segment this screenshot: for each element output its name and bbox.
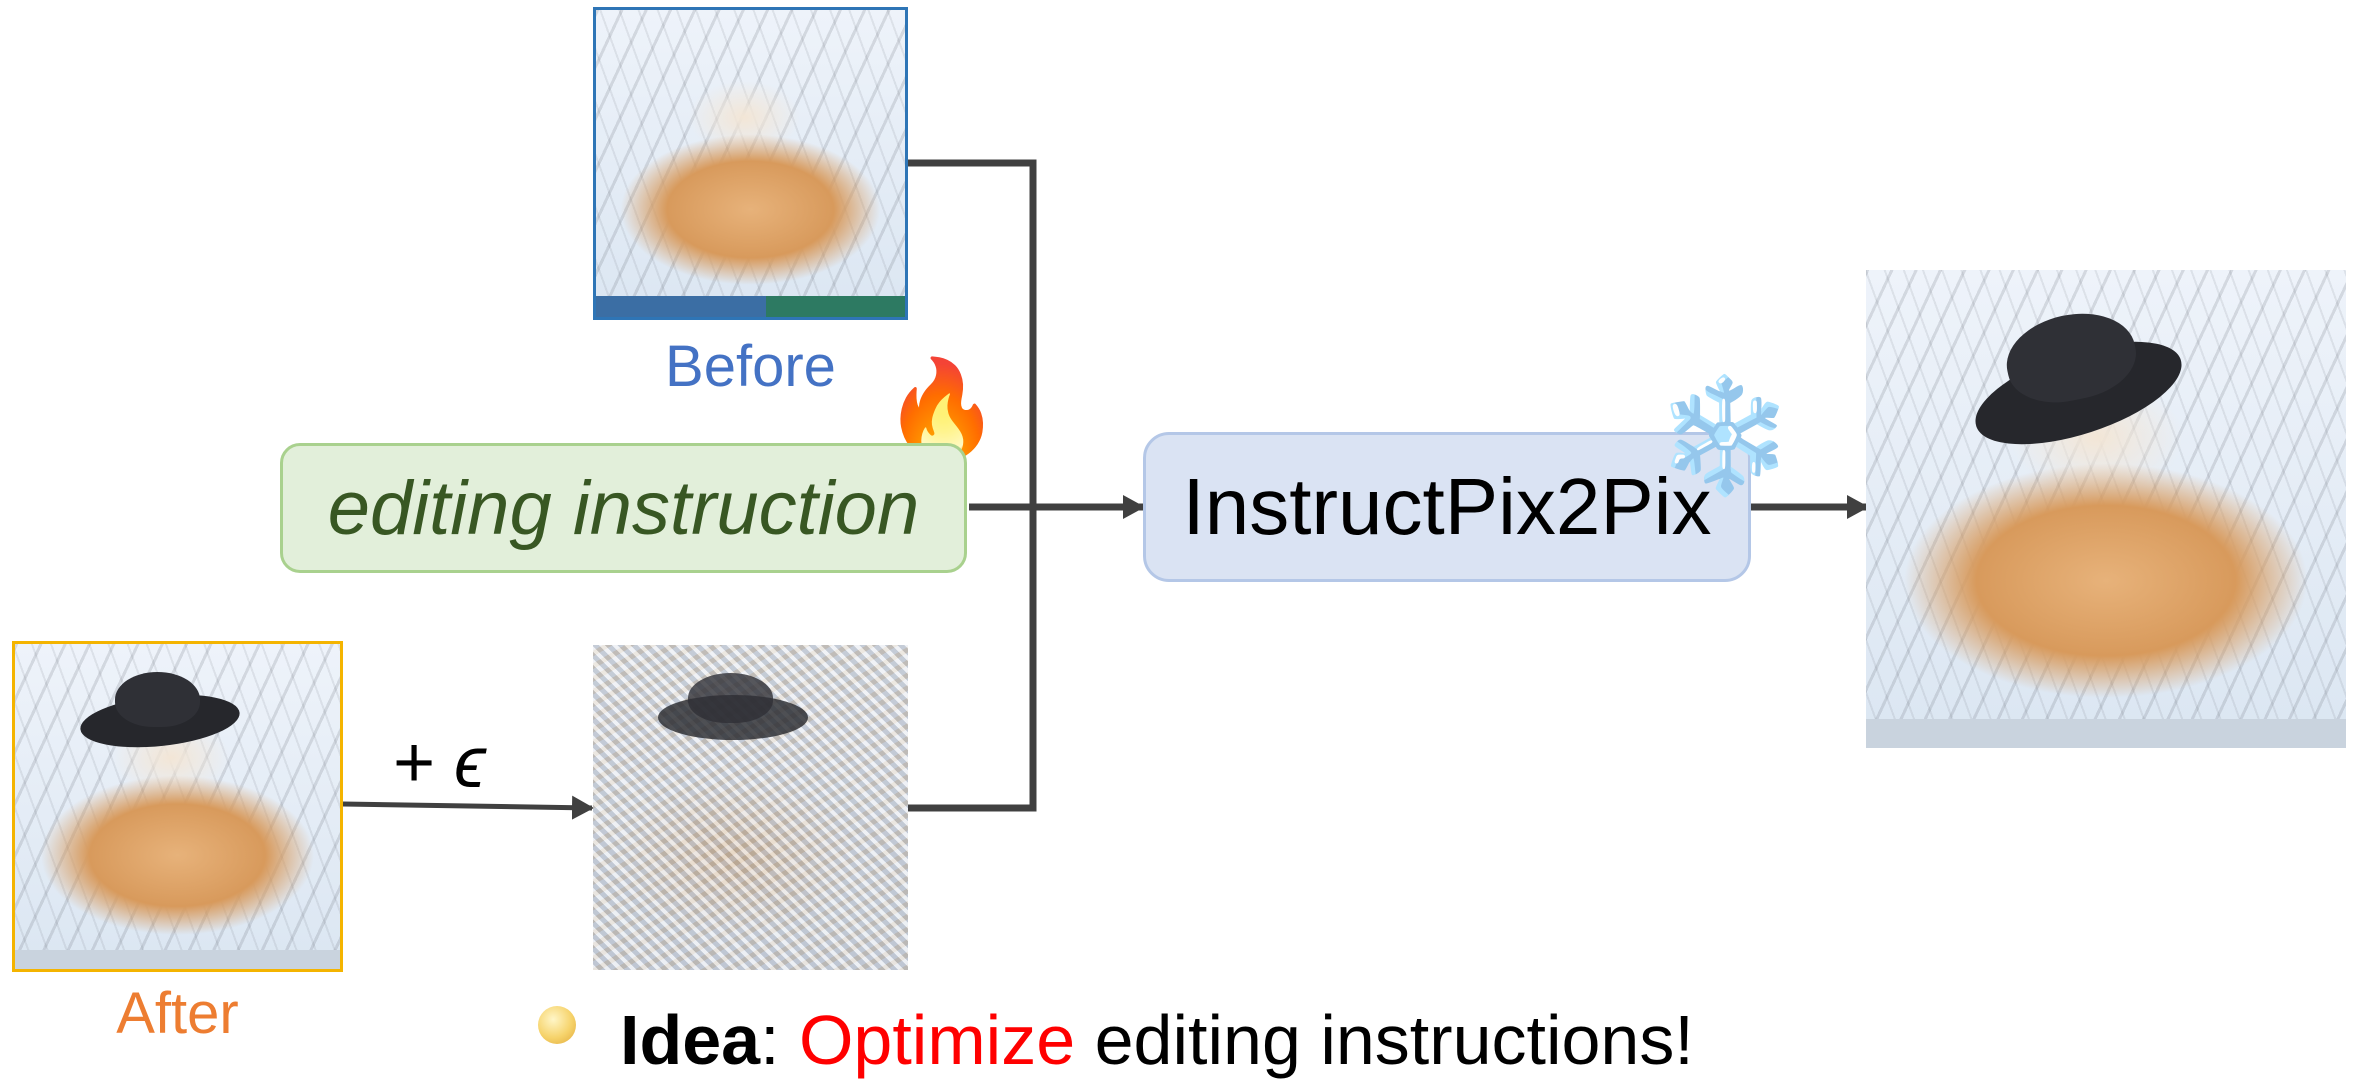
idea-bold: Idea [620, 1001, 761, 1079]
output-image [1866, 270, 2346, 748]
noisy-connector [908, 505, 1037, 812]
before-connector [908, 159, 1037, 505]
fire-icon: 🔥 [882, 356, 1002, 463]
after-image [12, 641, 343, 972]
editing-instruction-box: editing instruction [280, 443, 967, 573]
idea-highlight: Optimize [798, 1001, 1076, 1079]
instructpix2pix-box: InstructPix2Pix [1143, 432, 1751, 582]
idea-rest: editing instructions! [1075, 1001, 1694, 1079]
idea-text: Idea: Optimize editing instructions! [620, 1000, 1694, 1080]
editing-instruction-text: editing instruction [327, 465, 920, 551]
instructpix2pix-label: InstructPix2Pix [1182, 462, 1712, 551]
before-image [593, 7, 908, 320]
lightbulb-icon [538, 1006, 576, 1044]
snowflake-icon: ❄️ [1655, 373, 1795, 498]
connector-arrows [342, 159, 1869, 820]
idea-colon: : [760, 1001, 799, 1079]
noisy-image [593, 645, 908, 970]
after-label: After [116, 981, 239, 1046]
noise-arrow [342, 795, 594, 820]
before-label: Before [665, 334, 836, 399]
noise-label: + ϵ [392, 723, 486, 803]
